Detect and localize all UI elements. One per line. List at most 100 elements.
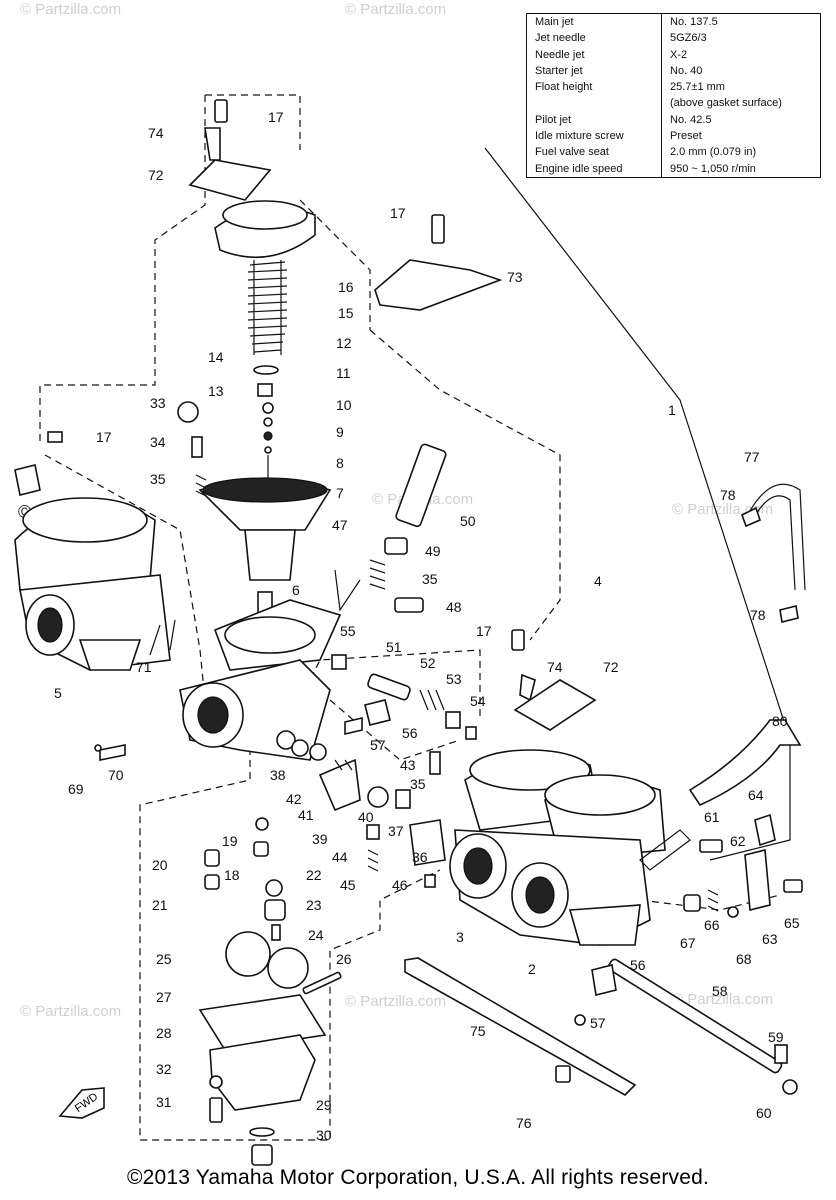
callout-number-54: 54: [470, 693, 486, 709]
spec-label: Starter jet: [527, 62, 662, 80]
callout-number-73: 73: [507, 269, 523, 285]
callout-number-20: 20: [152, 857, 168, 873]
callout-number-74a: 74: [148, 125, 164, 141]
clip-56: [364, 699, 391, 726]
spring-35c: [334, 759, 353, 771]
callout-number-49: 49: [425, 543, 441, 559]
center-carburetor-body: [94, 443, 477, 775]
callout-number-72a: 72: [148, 167, 164, 183]
callout-number-42: 42: [286, 791, 302, 807]
center-seal: [224, 616, 316, 654]
callout-number-41: 41: [298, 807, 314, 823]
callout-number-4: 4: [594, 573, 602, 589]
callout-number-47: 47: [332, 517, 348, 533]
cap-49: [384, 537, 408, 555]
holder-13: [257, 383, 273, 397]
holder-53: [445, 711, 461, 729]
callout-number-39: 39: [312, 831, 328, 847]
upper-left-outline: [39, 94, 371, 445]
cap-64: [754, 813, 776, 847]
clip-11: [263, 417, 273, 427]
spec-row: (above gasket surface): [527, 95, 820, 112]
drain-plug-30: [251, 1144, 273, 1166]
callout-number-46: 46: [392, 877, 408, 893]
screw-17b: [431, 214, 445, 244]
spec-label: Jet needle: [527, 30, 662, 47]
callout-number-7: 7: [336, 485, 344, 501]
spec-row: Float height 25.7±1 mm: [527, 79, 820, 96]
callout-number-2: 2: [528, 961, 536, 977]
washer-57b: [574, 1014, 586, 1026]
callout-number-67: 67: [680, 935, 696, 951]
callout-number-69: 69: [68, 781, 84, 797]
callout-number-37: 37: [388, 823, 404, 839]
screw-17c: [47, 431, 63, 443]
spec-label: Float height: [527, 79, 662, 96]
watermark-text: © Partzilla.com: [20, 1, 121, 18]
callout-number-17d: 17: [476, 623, 492, 639]
top-cap-dome: [222, 200, 308, 230]
link-61: [639, 829, 691, 871]
callout-number-5: 5: [54, 685, 62, 701]
callout-number-60: 60: [756, 1105, 772, 1121]
watermark-text: © Partzilla.com: [345, 993, 446, 1010]
shaft-51: [367, 673, 411, 701]
clip-78a: [741, 506, 761, 528]
screw-62: [699, 839, 723, 853]
callout-number-18: 18: [224, 867, 240, 883]
right-carburetors: [449, 483, 806, 946]
linkage-bar-75: [404, 957, 637, 1096]
callout-number-36: 36: [412, 849, 428, 865]
callout-number-51: 51: [386, 639, 402, 655]
callout-number-8: 8: [336, 455, 344, 471]
callout-number-76: 76: [516, 1115, 532, 1131]
callout-number-59: 59: [768, 1029, 784, 1045]
callout-number-78a: 78: [720, 487, 736, 503]
collar-67: [683, 894, 701, 912]
spec-label: [527, 95, 662, 112]
callout-number-33: 33: [150, 395, 166, 411]
bracket-36: [409, 819, 446, 866]
spring-69: [94, 744, 102, 752]
spec-value: 25.7±1 mm: [670, 81, 725, 94]
callout-number-43: 43: [400, 757, 416, 773]
callout-number-16: 16: [338, 279, 354, 295]
left-carb-cap: [22, 497, 148, 543]
callout-number-38: 38: [270, 767, 286, 783]
callout-number-17c: 17: [96, 429, 112, 445]
watermark-text: © Partzilla.com: [20, 1003, 121, 1020]
spec-label: Pilot jet: [527, 111, 662, 129]
float-25a: [225, 931, 271, 977]
callout-number-31: 31: [156, 1094, 172, 1110]
spec-value: 2.0 mm (0.079 in): [670, 146, 757, 159]
callout-number-53: 53: [446, 671, 462, 687]
screw-76: [555, 1065, 571, 1083]
spec-value: Preset: [670, 130, 702, 143]
fwd-arrow: [58, 1087, 105, 1119]
diaphragm-rim: [202, 477, 328, 503]
spring-52: [419, 689, 445, 711]
needle-24: [271, 924, 281, 941]
spring-35a: [195, 474, 207, 497]
callout-number-1: 1: [668, 402, 676, 418]
spec-value: No. 137.5: [670, 16, 718, 28]
washer-32: [209, 1075, 223, 1089]
callout-number-11: 11: [336, 365, 351, 381]
cap-33: [177, 401, 199, 423]
callout-number-74b: 74: [547, 659, 563, 675]
right-bore-2: [525, 876, 555, 914]
left-carb-outline: [44, 454, 206, 701]
callout-number-44: 44: [332, 849, 348, 865]
callout-number-50: 50: [460, 513, 476, 529]
top-cover-assembly: [188, 99, 503, 638]
callout-number-26: 26: [336, 951, 352, 967]
spacer-37: [395, 789, 411, 809]
right-bowl: [568, 904, 641, 946]
spec-value: No. 40: [670, 64, 703, 77]
washer-22: [265, 879, 283, 897]
